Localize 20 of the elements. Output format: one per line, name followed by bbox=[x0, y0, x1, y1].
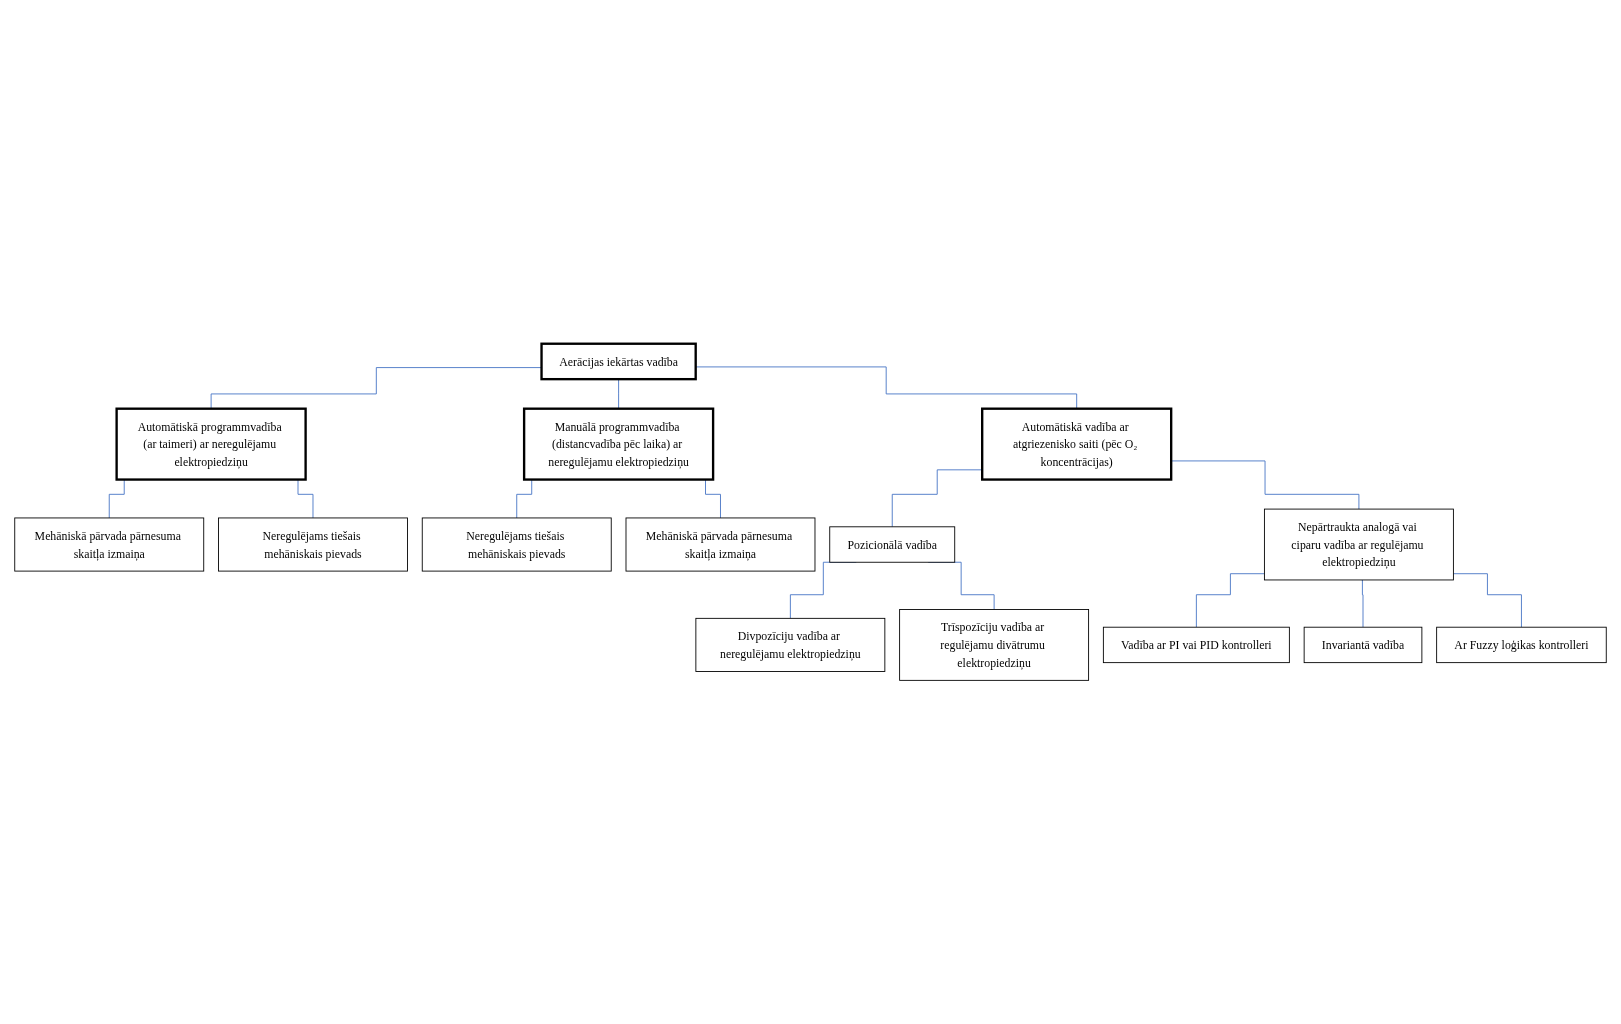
node-box bbox=[1102, 626, 1290, 664]
node-box bbox=[829, 526, 956, 563]
connector bbox=[1195, 573, 1265, 628]
connector bbox=[1452, 573, 1522, 628]
node-box bbox=[421, 517, 612, 572]
node-box bbox=[1436, 626, 1607, 664]
node-box bbox=[1263, 508, 1454, 581]
node-box bbox=[522, 407, 715, 481]
node-box bbox=[218, 517, 408, 572]
connector bbox=[1361, 579, 1364, 628]
node-box bbox=[625, 517, 816, 572]
node-box bbox=[1303, 626, 1423, 664]
node-box bbox=[115, 407, 307, 481]
node-box bbox=[981, 407, 1173, 481]
node-box bbox=[899, 609, 1090, 681]
connector bbox=[891, 469, 983, 528]
node-box bbox=[540, 342, 697, 381]
node-box bbox=[14, 517, 205, 572]
tree-diagram: Aerācijas iekārtas vadība Automātiskā programmvadība (ar taimeri) ar neregulējamu elektropiedziņu Manuālā programmvadība (distancvadība pēc laika) ar neregulējamu elektropiedziņu Automātiskā vadība ar atgriezenisko saiti (pēc O₂ koncentrācijas) Mehāniskā pārvada pārnesuma skaitļa izmaiņa Neregulējams tiešais mehāniskais pievads Neregulējams tiešais mehāniskais pievads Mehāniskā pārvada pārnesuma skaitļa izmaiņa Pozicionālā vadība Nepārtraukta analogā vai ciparu vadība ar regulējamu elektropiedziņu Divpozīciju vadība ar neregulējamu elektropiedziņu Trīspozīciju vadība ar regulējamu divātrumu elektropiedziņu Vadība ar PI vai PID kontrolleri Invariantā vadība Ar Fuzzy loģikas kontrolleri bbox=[10, 338, 1611, 686]
node-box bbox=[695, 617, 886, 672]
